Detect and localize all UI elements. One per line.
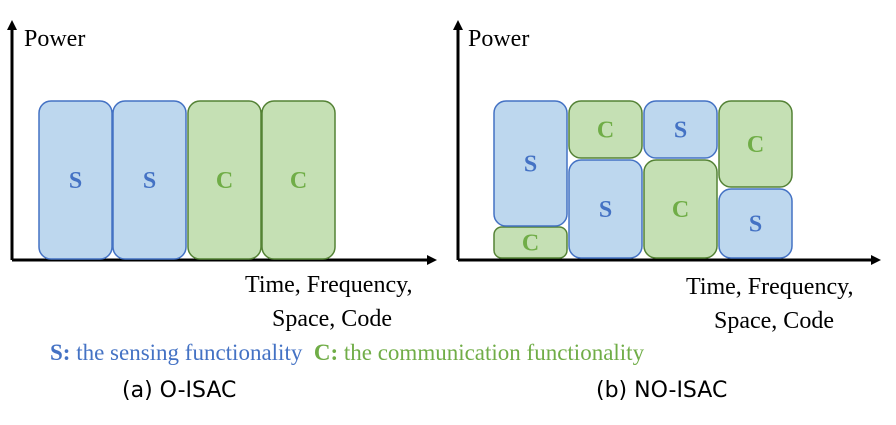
panel-b-axes xyxy=(453,20,881,265)
legend-communication-text: the communication functionality xyxy=(338,340,645,365)
panel-b-caption: (b) NO-ISAC xyxy=(596,378,728,403)
panel-a-axes xyxy=(7,20,437,265)
legend-sensing-key: S: xyxy=(50,340,71,365)
panel-b-sensing-label: S xyxy=(524,152,537,178)
panel-a-x-label-line2: Space, Code xyxy=(272,306,392,332)
panel-a-sensing-label: S xyxy=(143,168,156,194)
panel-b-communication-block xyxy=(718,100,793,188)
panel-b-sensing-label: S xyxy=(599,197,612,223)
panel-b-sensing-block xyxy=(493,100,568,227)
panel-b-sensing-block xyxy=(643,100,718,159)
panel-a-communication-block xyxy=(261,100,336,260)
panel-b-communication-label: C xyxy=(522,231,539,257)
panel-b-x-label-line2: Space, Code xyxy=(714,308,834,334)
legend-sensing-text: the sensing functionality xyxy=(70,340,303,365)
panel-a-communication-block xyxy=(187,100,262,260)
panel-b-sensing-block xyxy=(568,159,643,259)
panel-b-communication-block xyxy=(568,100,643,159)
panel-a-sensing-label: S xyxy=(69,168,82,194)
panel-b-sensing-label: S xyxy=(749,212,762,238)
panel-b-y-label: Power xyxy=(468,26,529,52)
panel-b-communication-label: C xyxy=(597,118,614,144)
panel-b-communication-label: C xyxy=(672,197,689,223)
panel-a-x-label-line1: Time, Frequency, xyxy=(245,272,413,298)
panel-b-communication-block xyxy=(643,159,718,259)
panel-a-caption: (a) O-ISAC xyxy=(122,378,237,403)
panel-b-sensing-label: S xyxy=(674,118,687,144)
panel-b-communication-label: C xyxy=(747,132,764,158)
panel-a-sensing-block xyxy=(38,100,113,260)
legend-communication-key: C: xyxy=(313,340,339,365)
panel-b-communication-block xyxy=(493,226,568,259)
panel-a-communication-label: C xyxy=(216,168,233,194)
panel-a-communication-label: C xyxy=(290,168,307,194)
panel-b-x-label-line1: Time, Frequency, xyxy=(686,274,854,300)
panel-b-sensing-block xyxy=(718,188,793,259)
panel-b-blocks: C S S C C S S C xyxy=(493,100,793,259)
legend: S: the sensing functionality C: the comm… xyxy=(50,340,644,366)
panel-a-y-label: Power xyxy=(24,26,85,52)
panel-a-sensing-block xyxy=(112,100,187,260)
